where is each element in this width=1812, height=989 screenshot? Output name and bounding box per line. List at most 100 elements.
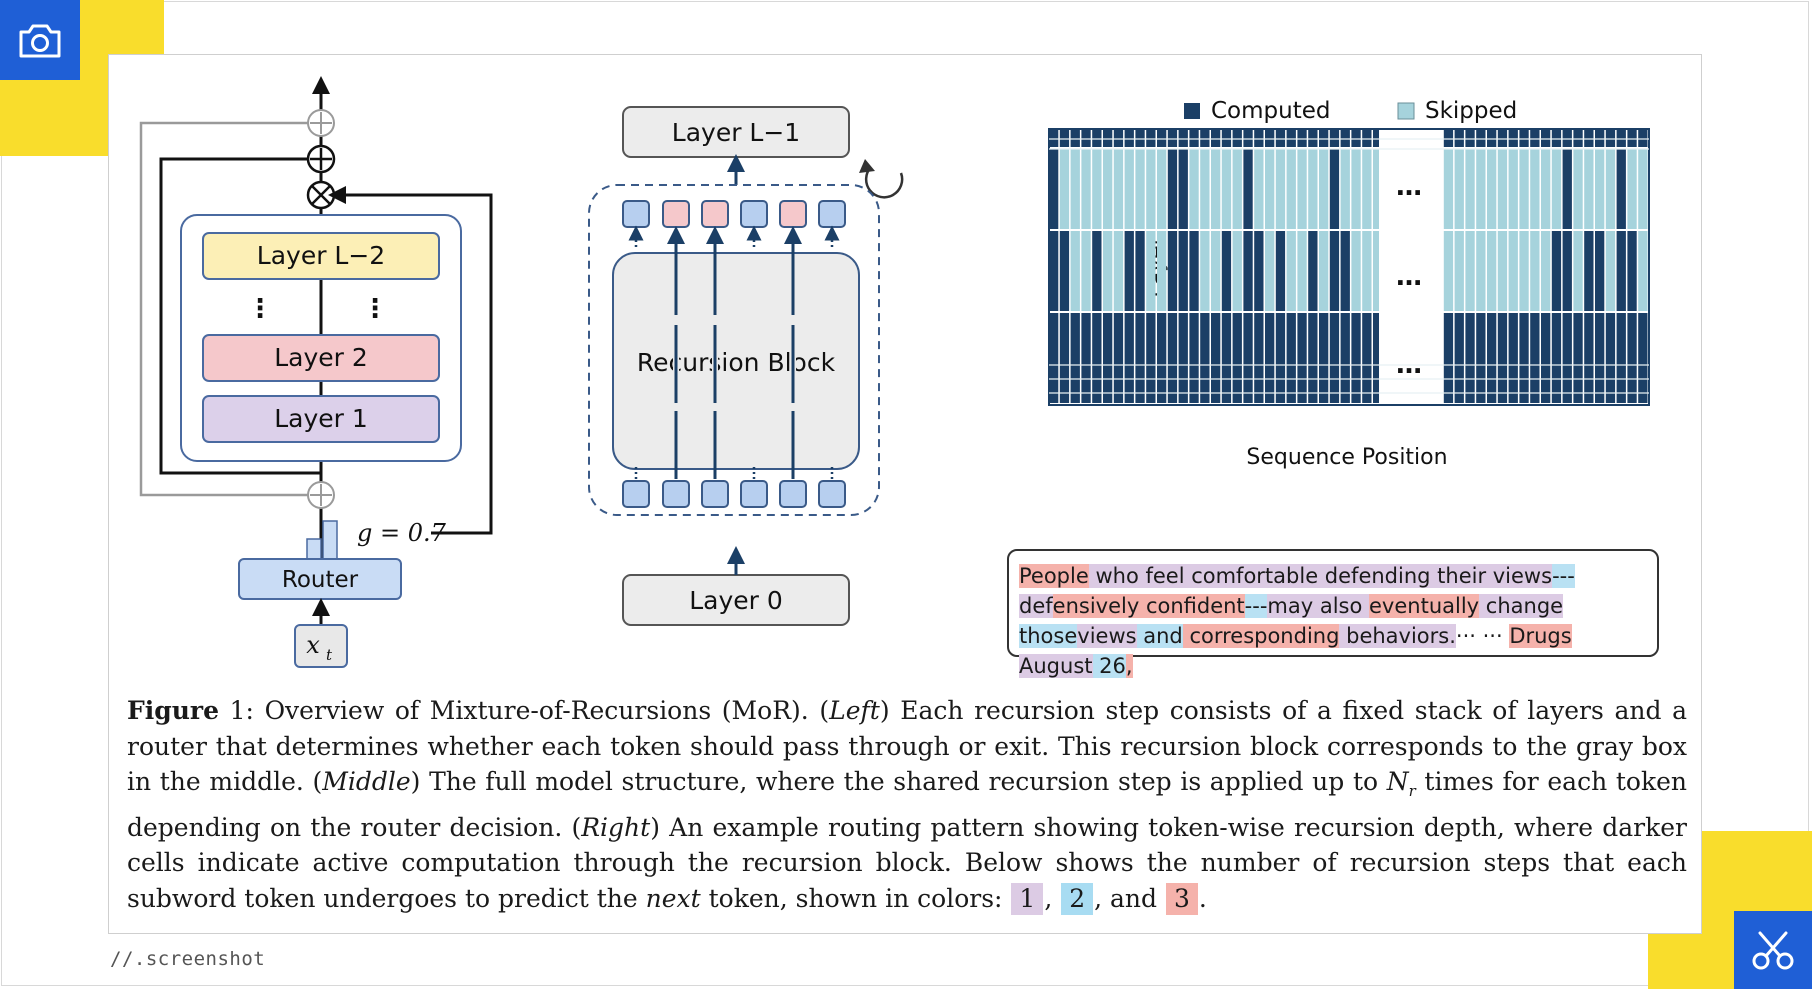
heatmap-cell xyxy=(1497,231,1508,311)
heatmap-cell xyxy=(1541,313,1551,403)
heatmap-cell xyxy=(1254,149,1264,229)
legend-computed-label: Computed xyxy=(1211,98,1330,124)
heatmap-cell xyxy=(1454,231,1464,311)
heatmap-cell xyxy=(1487,313,1497,403)
input-token-square xyxy=(622,480,650,508)
legend-skipped-label: Skipped xyxy=(1425,98,1517,124)
heatmap-cell xyxy=(1070,231,1080,311)
heatmap-cell xyxy=(1200,231,1210,311)
heatmap-cell xyxy=(1167,313,1178,403)
heatmap-cell xyxy=(1103,149,1113,229)
heatmap-cell xyxy=(1351,231,1361,311)
heatmap-cell xyxy=(1265,313,1275,403)
heatmap-cell xyxy=(1627,231,1637,311)
heatmap-cell xyxy=(1059,129,1070,147)
heatmap-cell xyxy=(1340,231,1350,311)
heatmap-cell xyxy=(1157,231,1167,311)
heatmap-cell xyxy=(1200,129,1210,147)
heatmap-cell xyxy=(1070,149,1080,229)
figure-diagram: Layer L−2 ⋮ ⋮ Layer 2 Layer 1 g = 0.7 Ro… xyxy=(139,76,1650,668)
heatmap-cell xyxy=(1595,149,1605,229)
heatmap-cell xyxy=(1605,313,1616,403)
heatmap-cell xyxy=(1487,149,1497,229)
heatmap-cell xyxy=(1551,149,1562,229)
heatmap-cell xyxy=(1373,129,1383,147)
heatmap-cell xyxy=(1443,129,1454,147)
svg-text:⋮: ⋮ xyxy=(362,294,388,324)
heatmap-cell xyxy=(1146,231,1156,311)
recursion-block-label: Recursion Block xyxy=(637,348,836,377)
input-token-box xyxy=(294,624,348,668)
heatmap-cell xyxy=(1584,129,1594,147)
heatmap-cell xyxy=(1103,129,1113,147)
heatmap-cell xyxy=(1157,129,1167,147)
camera-button[interactable] xyxy=(0,0,80,80)
heatmap-cell xyxy=(1541,231,1551,311)
heatmap-cell xyxy=(1605,129,1616,147)
heatmap-cell xyxy=(1070,129,1080,147)
output-token-square xyxy=(701,200,729,228)
heatmap-cell xyxy=(1221,129,1232,147)
token-depth-example: People who feel comfortable defending th… xyxy=(1007,549,1659,678)
heatmap-cell xyxy=(1189,313,1199,403)
output-token-square xyxy=(818,200,846,228)
heatmap-cell xyxy=(1211,129,1221,147)
heatmap-cell xyxy=(1297,149,1307,229)
example-token: views xyxy=(1077,624,1137,648)
heatmap-cell xyxy=(1319,313,1329,403)
heatmap-cell xyxy=(1286,231,1296,311)
example-token: 26 xyxy=(1092,654,1126,678)
example-token: ··· ··· xyxy=(1455,624,1510,648)
heatmap-cell xyxy=(1497,313,1508,403)
heatmap-cell xyxy=(1286,129,1296,147)
heatmap-cell xyxy=(1189,231,1199,311)
heatmap-cell xyxy=(1319,231,1329,311)
heatmap-cell xyxy=(1573,149,1583,229)
heatmap-cell xyxy=(1113,149,1124,229)
heatmap-cell xyxy=(1638,149,1648,229)
heatmap-cell xyxy=(1443,149,1454,229)
heatmap-cell xyxy=(1319,149,1329,229)
heatmap-cell xyxy=(1508,313,1518,403)
heatmap-cell xyxy=(1049,129,1059,147)
heatmap-cell xyxy=(1329,129,1340,147)
example-token: def xyxy=(1019,594,1053,618)
heatmap-cell xyxy=(1497,149,1508,229)
layer-2-box xyxy=(202,334,440,382)
heatmap-cell xyxy=(1070,313,1080,403)
heatmap-cell xyxy=(1135,313,1145,403)
example-token: and xyxy=(1136,624,1183,648)
heatmap-cell xyxy=(1584,149,1594,229)
heatmap-cell xyxy=(1497,129,1508,147)
heatmap-cell xyxy=(1275,231,1286,311)
heatmap-cell xyxy=(1476,231,1486,311)
heatmap-cell xyxy=(1135,129,1145,147)
right-panel: Computed Skipped Layer ……… Sequence Posi… xyxy=(1048,98,1650,470)
middle-panel: Layer L−1 Recursion Block Layer 0 xyxy=(588,106,904,626)
heatmap-cell xyxy=(1178,313,1188,403)
heatmap-cell xyxy=(1519,313,1529,403)
heatmap-cell xyxy=(1487,129,1497,147)
heatmap-cell xyxy=(1616,129,1626,147)
heatmap-cell xyxy=(1362,231,1372,311)
heatmap-cell xyxy=(1081,129,1091,147)
layer-out-label: Layer L−1 xyxy=(672,118,800,147)
example-token: those xyxy=(1019,624,1078,648)
heatmap-cell xyxy=(1465,231,1475,311)
heatmap-cell xyxy=(1178,231,1188,311)
heatmap-cell xyxy=(1157,313,1167,403)
heatmap-cell xyxy=(1232,313,1242,403)
input-token-square xyxy=(740,480,768,508)
heatmap-cell xyxy=(1243,231,1253,311)
heatmap-cell xyxy=(1340,149,1350,229)
heatmap-cell xyxy=(1638,313,1648,403)
heatmap-cell xyxy=(1454,149,1464,229)
heatmap-cell xyxy=(1308,129,1318,147)
router-score-bar-icon xyxy=(306,538,322,560)
heatmap-cell xyxy=(1297,231,1307,311)
scissors-button[interactable] xyxy=(1734,911,1812,989)
heatmap-cell xyxy=(1476,149,1486,229)
heatmap-cell xyxy=(1638,129,1648,147)
heatmap-cell xyxy=(1113,313,1124,403)
output-token-square xyxy=(779,200,807,228)
